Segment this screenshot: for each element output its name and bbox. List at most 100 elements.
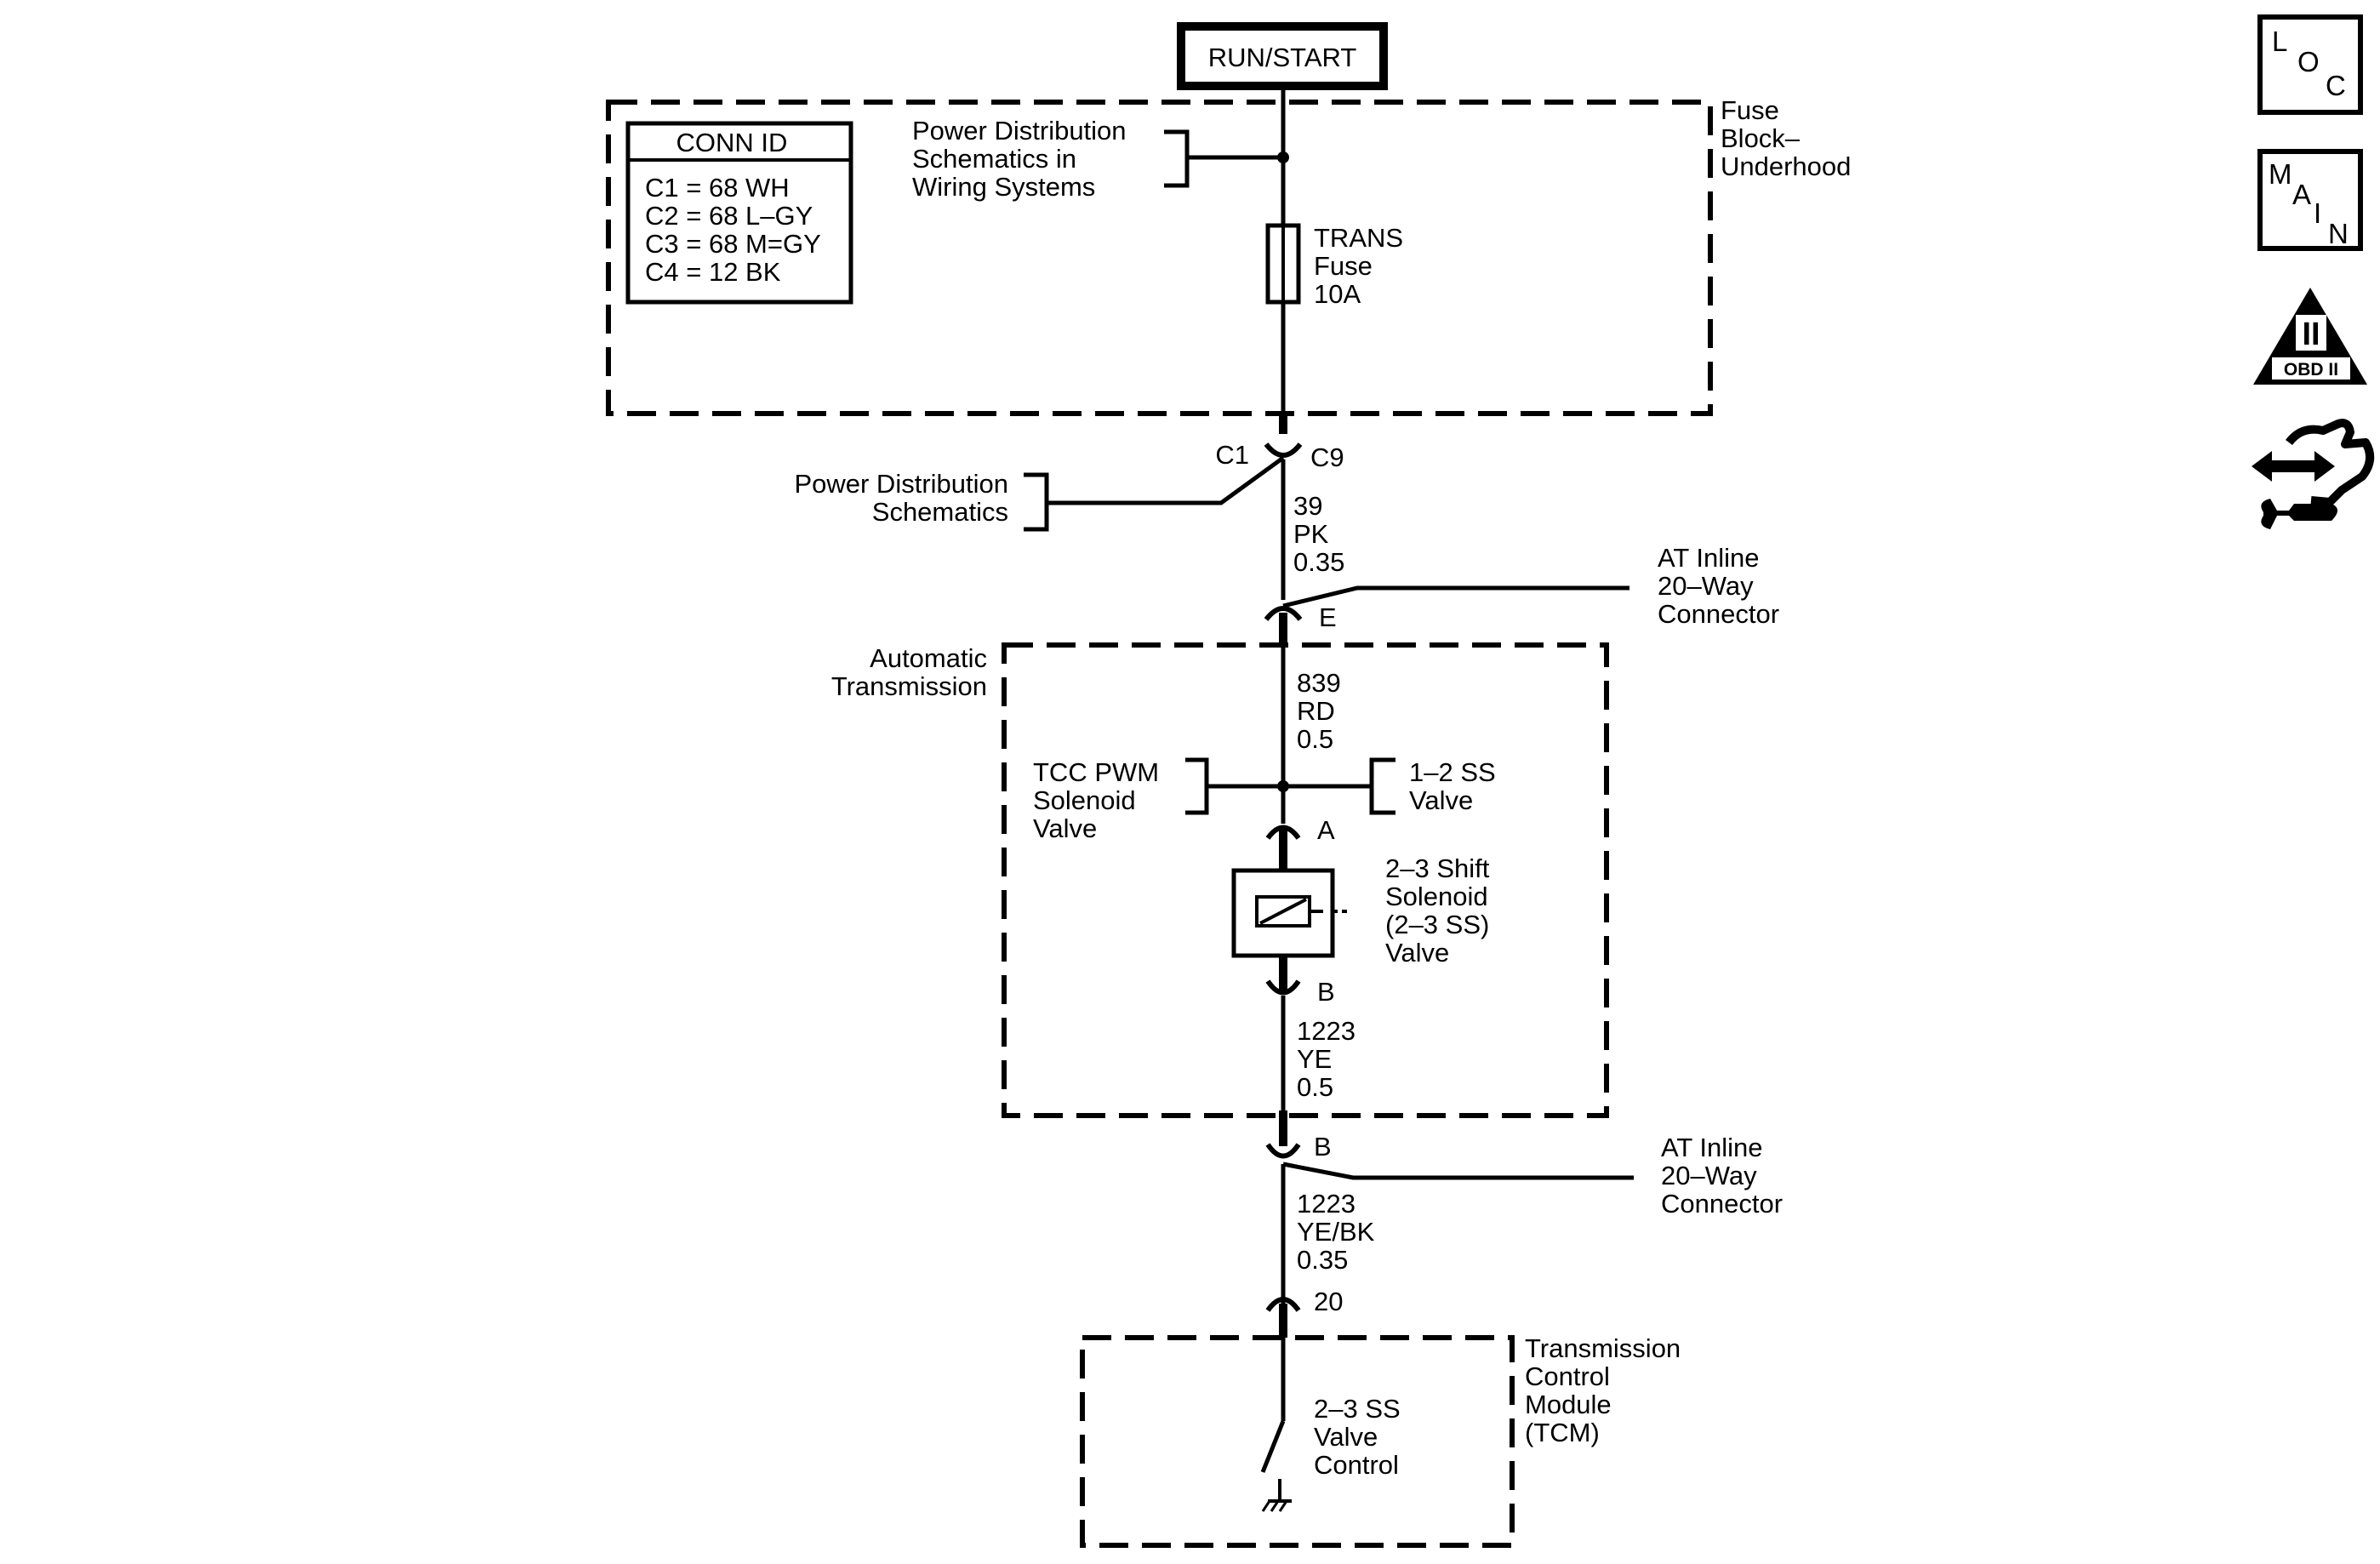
svg-text:Module: Module [1525, 1390, 1612, 1419]
connector-c1-c9[interactable]: C1 C9 [1215, 440, 1344, 472]
pin-b-solenoid[interactable]: B [1265, 977, 1335, 1007]
svg-text:Transmission: Transmission [831, 671, 987, 701]
fuse-label: Fuse [1314, 251, 1373, 281]
pin-a[interactable]: A [1265, 815, 1335, 845]
svg-text:Connector: Connector [1661, 1189, 1783, 1219]
automatic-transmission-boundary [1002, 642, 1609, 1118]
pin-b-inline-label: B [1314, 1132, 1332, 1162]
pin-20[interactable]: 20 [1265, 1287, 1343, 1316]
connector-c9-label: C9 [1310, 442, 1344, 472]
svg-text:Automatic: Automatic [870, 643, 987, 673]
svg-text:A: A [2292, 179, 2311, 210]
trans-fuse[interactable]: TRANS Fuse 10A [1265, 223, 1403, 309]
svg-text:Valve: Valve [1409, 785, 1473, 815]
svg-text:M: M [2269, 158, 2292, 190]
automatic-transmission-label: Automatic Transmission [831, 643, 987, 701]
pin-20-label: 20 [1314, 1287, 1343, 1316]
svg-text:Power Distribution: Power Distribution [794, 469, 1008, 499]
svg-text:RD: RD [1297, 696, 1335, 726]
svg-text:Wiring Systems: Wiring Systems [912, 172, 1095, 202]
svg-text:20–Way: 20–Way [1661, 1161, 1757, 1190]
svg-text:Connector: Connector [1658, 599, 1779, 629]
fuse-label: TRANS [1314, 223, 1403, 253]
tcc-pwm-solenoid-reference[interactable]: TCC PWM Solenoid Valve [1033, 757, 1283, 843]
svg-text:N: N [2328, 218, 2349, 249]
fuse-rating: 10A [1314, 279, 1361, 309]
svg-text:2–3 Shift: 2–3 Shift [1385, 853, 1490, 883]
svg-text:39: 39 [1293, 491, 1322, 521]
svg-text:Control: Control [1525, 1361, 1610, 1391]
run-start-box[interactable]: RUN/START [1177, 22, 1388, 90]
tcm-boundary [1080, 1335, 1515, 1548]
svg-text:C: C [2326, 70, 2346, 101]
svg-text:L: L [2272, 26, 2287, 57]
splice-point [1277, 780, 1289, 792]
wire-839-rd-label: 839 RD 0.5 [1297, 668, 1341, 754]
svg-text:TCC PWM: TCC PWM [1033, 757, 1159, 787]
svg-text:Power Distribution: Power Distribution [912, 116, 1127, 146]
svg-text:839: 839 [1297, 668, 1341, 698]
conn-id-title: CONN ID [676, 128, 788, 157]
svg-text:AT Inline: AT Inline [1658, 543, 1759, 573]
svg-text:PK: PK [1293, 519, 1329, 549]
svg-text:0.5: 0.5 [1297, 1072, 1333, 1102]
run-start-label: RUN/START [1208, 43, 1357, 72]
at-inline-connector-top[interactable]: AT Inline 20–Way Connector E [1264, 543, 1779, 632]
tcm-low-side-driver[interactable]: 2–3 SS Valve Control [1260, 1338, 1401, 1512]
loc-button[interactable]: L O C [2257, 14, 2363, 115]
svg-text:Valve: Valve [1385, 938, 1449, 968]
svg-text:20–Way: 20–Way [1658, 571, 1754, 601]
pin-a-label: A [1317, 815, 1335, 845]
svg-text:YE: YE [1297, 1044, 1332, 1074]
wire-1223-ye-label: 1223 YE 0.5 [1297, 1016, 1356, 1102]
power-distribution-reference-top[interactable]: Power Distribution Schematics in Wiring … [912, 116, 1289, 202]
wire-1223-ye-bk-label: 1223 YE/BK 0.35 [1297, 1189, 1375, 1275]
svg-text:Fuse: Fuse [1721, 95, 1779, 125]
fuse-block-boundary [606, 100, 1713, 416]
pin-e-label: E [1319, 602, 1337, 632]
svg-text:Block–: Block– [1721, 123, 1801, 153]
connector-tools-icon[interactable] [2252, 419, 2375, 529]
svg-text:Schematics: Schematics [872, 497, 1008, 527]
svg-text:O: O [2297, 46, 2320, 77]
conn-id-row: C3 = 68 M=GY [645, 229, 821, 259]
svg-text:Transmission: Transmission [1525, 1333, 1681, 1363]
svg-text:2–3 SS: 2–3 SS [1314, 1394, 1401, 1424]
fuse-block-label: Fuse Block– Underhood [1721, 95, 1851, 181]
svg-text:Solenoid: Solenoid [1385, 882, 1488, 911]
obd-ii-button[interactable]: II OBD II [2253, 288, 2367, 385]
svg-text:0.5: 0.5 [1297, 724, 1333, 754]
obd-label: OBD II [2284, 360, 2338, 380]
tcm-label: Transmission Control Module (TCM) [1525, 1333, 1681, 1447]
svg-text:1223: 1223 [1297, 1189, 1356, 1219]
svg-text:Schematics in: Schematics in [912, 144, 1076, 174]
svg-text:0.35: 0.35 [1293, 547, 1344, 577]
obd-numeral: II [2302, 317, 2320, 352]
ss-1-2-valve-reference[interactable]: 1–2 SS Valve [1283, 757, 1496, 815]
svg-text:(TCM): (TCM) [1525, 1418, 1600, 1447]
svg-text:Underhood: Underhood [1721, 151, 1851, 181]
svg-text:0.35: 0.35 [1297, 1245, 1348, 1275]
svg-text:YE/BK: YE/BK [1297, 1217, 1375, 1247]
at-inline-connector-bottom[interactable]: B AT Inline 20–Way Connector [1265, 1132, 1783, 1219]
conn-id-row: C1 = 68 WH [645, 173, 790, 203]
svg-text:1–2 SS: 1–2 SS [1409, 757, 1496, 787]
svg-text:Control: Control [1314, 1450, 1399, 1480]
connector-c1-label: C1 [1215, 440, 1249, 470]
main-button[interactable]: M A I N [2257, 149, 2363, 251]
svg-text:I: I [2314, 197, 2321, 229]
conn-id-table: CONN ID C1 = 68 WH C2 = 68 L–GY C3 = 68 … [625, 121, 853, 305]
shift-solenoid-2-3[interactable]: 2–3 Shift Solenoid (2–3 SS) Valve [1231, 853, 1490, 968]
svg-text:Solenoid: Solenoid [1033, 785, 1136, 815]
svg-text:Valve: Valve [1314, 1422, 1378, 1452]
svg-text:(2–3 SS): (2–3 SS) [1385, 910, 1489, 939]
wire-39-pk-label: 39 PK 0.35 [1293, 491, 1344, 577]
conn-id-row: C2 = 68 L–GY [645, 201, 813, 231]
pin-b-label: B [1317, 977, 1335, 1007]
svg-text:1223: 1223 [1297, 1016, 1356, 1046]
conn-id-row: C4 = 12 BK [645, 257, 781, 287]
power-distribution-reference-mid[interactable]: Power Distribution Schematics [794, 455, 1285, 532]
svg-text:Valve: Valve [1033, 813, 1097, 843]
svg-text:AT Inline: AT Inline [1661, 1133, 1762, 1162]
